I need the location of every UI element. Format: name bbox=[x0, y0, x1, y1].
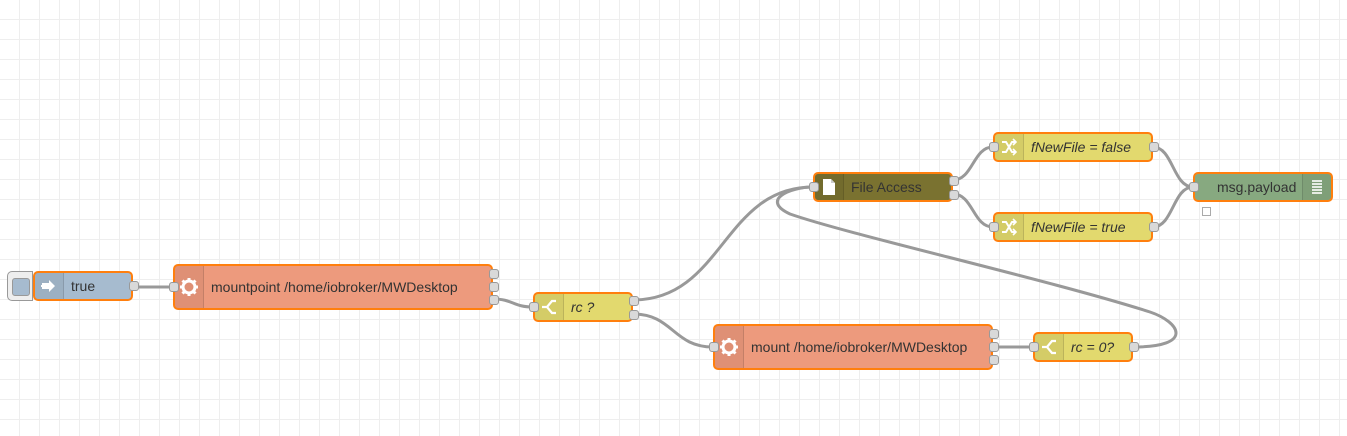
switch-rc0-label: rc = 0? bbox=[1071, 339, 1115, 355]
file-access-output-port-1[interactable] bbox=[949, 176, 959, 186]
switch-rc-input-port[interactable] bbox=[529, 302, 539, 312]
exec-mountpoint-node[interactable]: mountpoint /home/iobroker/MWDesktop bbox=[169, 264, 499, 310]
switch-rc-output-port-2[interactable] bbox=[629, 310, 639, 320]
file-access-output-port-2[interactable] bbox=[949, 190, 959, 200]
inject-trigger-button[interactable] bbox=[7, 271, 33, 301]
switch-icon bbox=[535, 294, 564, 320]
wire-change-false-to-debug[interactable] bbox=[1152, 145, 1194, 189]
exec-mountpoint-output-port-3[interactable] bbox=[489, 295, 499, 305]
exec-mountpoint-label: mountpoint /home/iobroker/MWDesktop bbox=[211, 279, 458, 295]
inject-button-face bbox=[12, 278, 30, 296]
gear-icon bbox=[715, 326, 744, 368]
exec-mount-output-port-2[interactable] bbox=[989, 342, 999, 352]
wire-file-access-to-change-false[interactable] bbox=[952, 145, 994, 182]
debug-node[interactable]: msg.payload bbox=[1189, 172, 1333, 202]
change-true-label: fNewFile = true bbox=[1031, 219, 1126, 235]
exec-mount-output-port-3[interactable] bbox=[989, 355, 999, 365]
wire-file-access-to-change-true[interactable] bbox=[952, 192, 994, 229]
switch-rc-label: rc ? bbox=[571, 299, 595, 315]
switch-icon bbox=[1035, 334, 1064, 360]
list-icon bbox=[1302, 174, 1331, 200]
wire-mountpoint-to-rc-switch[interactable] bbox=[492, 297, 534, 309]
inject-node-label: true bbox=[71, 278, 96, 294]
shuffle-icon bbox=[995, 134, 1024, 160]
gear-icon bbox=[175, 266, 204, 308]
switch-rc0-node[interactable]: rc = 0? bbox=[1029, 332, 1139, 362]
file-access-label: File Access bbox=[851, 179, 922, 195]
exec-mount-node[interactable]: mount /home/iobroker/MWDesktop bbox=[709, 324, 999, 370]
exec-mountpoint-output-port-1[interactable] bbox=[489, 269, 499, 279]
debug-node-label: msg.payload bbox=[1217, 179, 1297, 195]
change-true-node[interactable]: fNewFile = true bbox=[989, 212, 1159, 242]
switch-rc-node[interactable]: rc ? bbox=[529, 292, 639, 322]
change-true-input-port[interactable] bbox=[989, 222, 999, 232]
file-icon bbox=[815, 174, 844, 200]
exec-mountpoint-output-port-2[interactable] bbox=[489, 282, 499, 292]
wire-change-true-to-debug[interactable] bbox=[1152, 185, 1194, 229]
exec-mountpoint-input-port[interactable] bbox=[169, 282, 179, 292]
change-true-output-port[interactable] bbox=[1149, 222, 1159, 232]
exec-mount-output-port-1[interactable] bbox=[989, 329, 999, 339]
switch-rc0-input-port[interactable] bbox=[1029, 342, 1039, 352]
file-access-input-port[interactable] bbox=[809, 182, 819, 192]
change-false-input-port[interactable] bbox=[989, 142, 999, 152]
exec-mount-label: mount /home/iobroker/MWDesktop bbox=[751, 339, 968, 355]
change-false-label: fNewFile = false bbox=[1031, 139, 1131, 155]
wire-rc-switch-to-file-access[interactable] bbox=[632, 185, 814, 302]
file-access-node[interactable]: File Access bbox=[809, 172, 959, 202]
switch-rc0-output-port[interactable] bbox=[1129, 342, 1139, 352]
inject-node[interactable]: true bbox=[33, 271, 139, 301]
change-false-node[interactable]: fNewFile = false bbox=[989, 132, 1159, 162]
change-false-output-port[interactable] bbox=[1149, 142, 1159, 152]
shuffle-icon bbox=[995, 214, 1024, 240]
wire-rc-switch-to-mount[interactable] bbox=[632, 312, 714, 349]
switch-rc-output-port-1[interactable] bbox=[629, 296, 639, 306]
exec-mount-input-port[interactable] bbox=[709, 342, 719, 352]
arrow-in-icon bbox=[35, 273, 64, 299]
inject-output-port[interactable] bbox=[129, 281, 139, 291]
debug-input-port[interactable] bbox=[1189, 182, 1199, 192]
debug-status-indicator bbox=[1202, 207, 1211, 216]
wire-rc0-switch-to-file-access[interactable] bbox=[775, 185, 1178, 349]
